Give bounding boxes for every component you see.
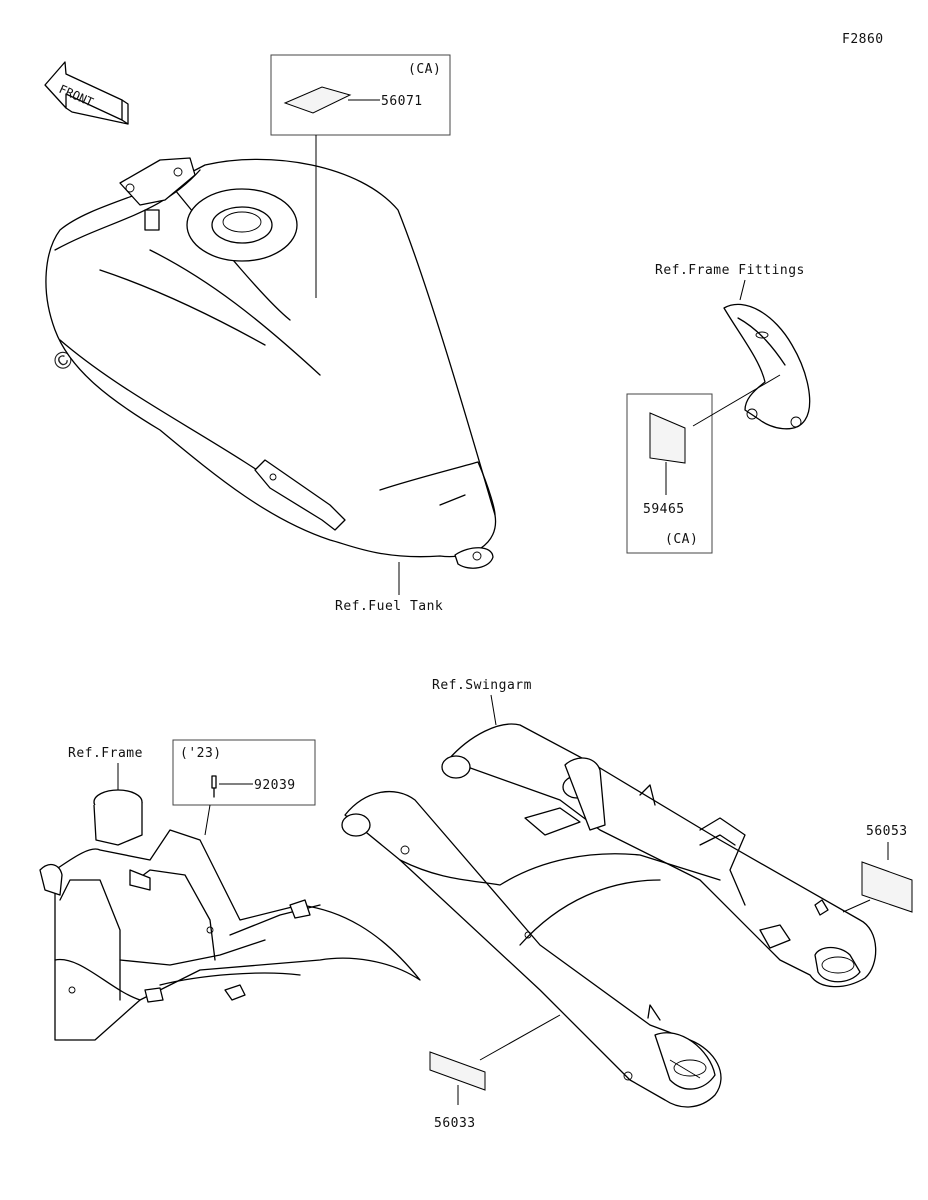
swingarm-drawing bbox=[341, 723, 877, 1108]
callout-56033: 56033 bbox=[429, 1014, 561, 1131]
callout-56053-part-number: 56053 bbox=[866, 824, 908, 839]
callout-92039-note: ('23) bbox=[180, 746, 222, 761]
callout-92039-part-number: 92039 bbox=[254, 778, 296, 793]
label-sticker-56033 bbox=[429, 1051, 486, 1091]
callout-59465-note: (CA) bbox=[665, 532, 698, 547]
callout-92039: ('23) 92039 bbox=[172, 739, 316, 836]
frame-fitting-bracket-drawing bbox=[723, 303, 811, 430]
ref-swingarm-label: Ref.Swingarm bbox=[432, 678, 532, 693]
callout-59465-part-number: 59465 bbox=[643, 502, 685, 517]
label-sticker-56053 bbox=[861, 861, 913, 913]
front-direction-arrow-icon: FRONT bbox=[44, 61, 129, 125]
callout-56071-part-number: 56071 bbox=[381, 94, 423, 109]
callout-59465: 59465 (CA) bbox=[626, 374, 781, 554]
pin-part-92039 bbox=[211, 775, 217, 798]
ref-frame-fittings-label: Ref.Frame Fittings bbox=[655, 263, 805, 278]
label-sticker-56071 bbox=[283, 86, 352, 114]
callout-56033-part-number: 56033 bbox=[434, 1116, 476, 1131]
frame-drawing bbox=[39, 789, 421, 1041]
ref-fuel-tank-label: Ref.Fuel Tank bbox=[335, 599, 443, 614]
callout-56071: (CA) 56071 bbox=[270, 54, 451, 298]
fuel-tank-drawing bbox=[45, 157, 497, 569]
callout-56053: 56053 bbox=[842, 824, 913, 913]
ref-frame-label: Ref.Frame bbox=[68, 746, 143, 761]
label-sticker-59465 bbox=[649, 412, 686, 464]
figure-code: F2860 bbox=[842, 32, 884, 47]
callout-56071-note: (CA) bbox=[408, 62, 441, 77]
